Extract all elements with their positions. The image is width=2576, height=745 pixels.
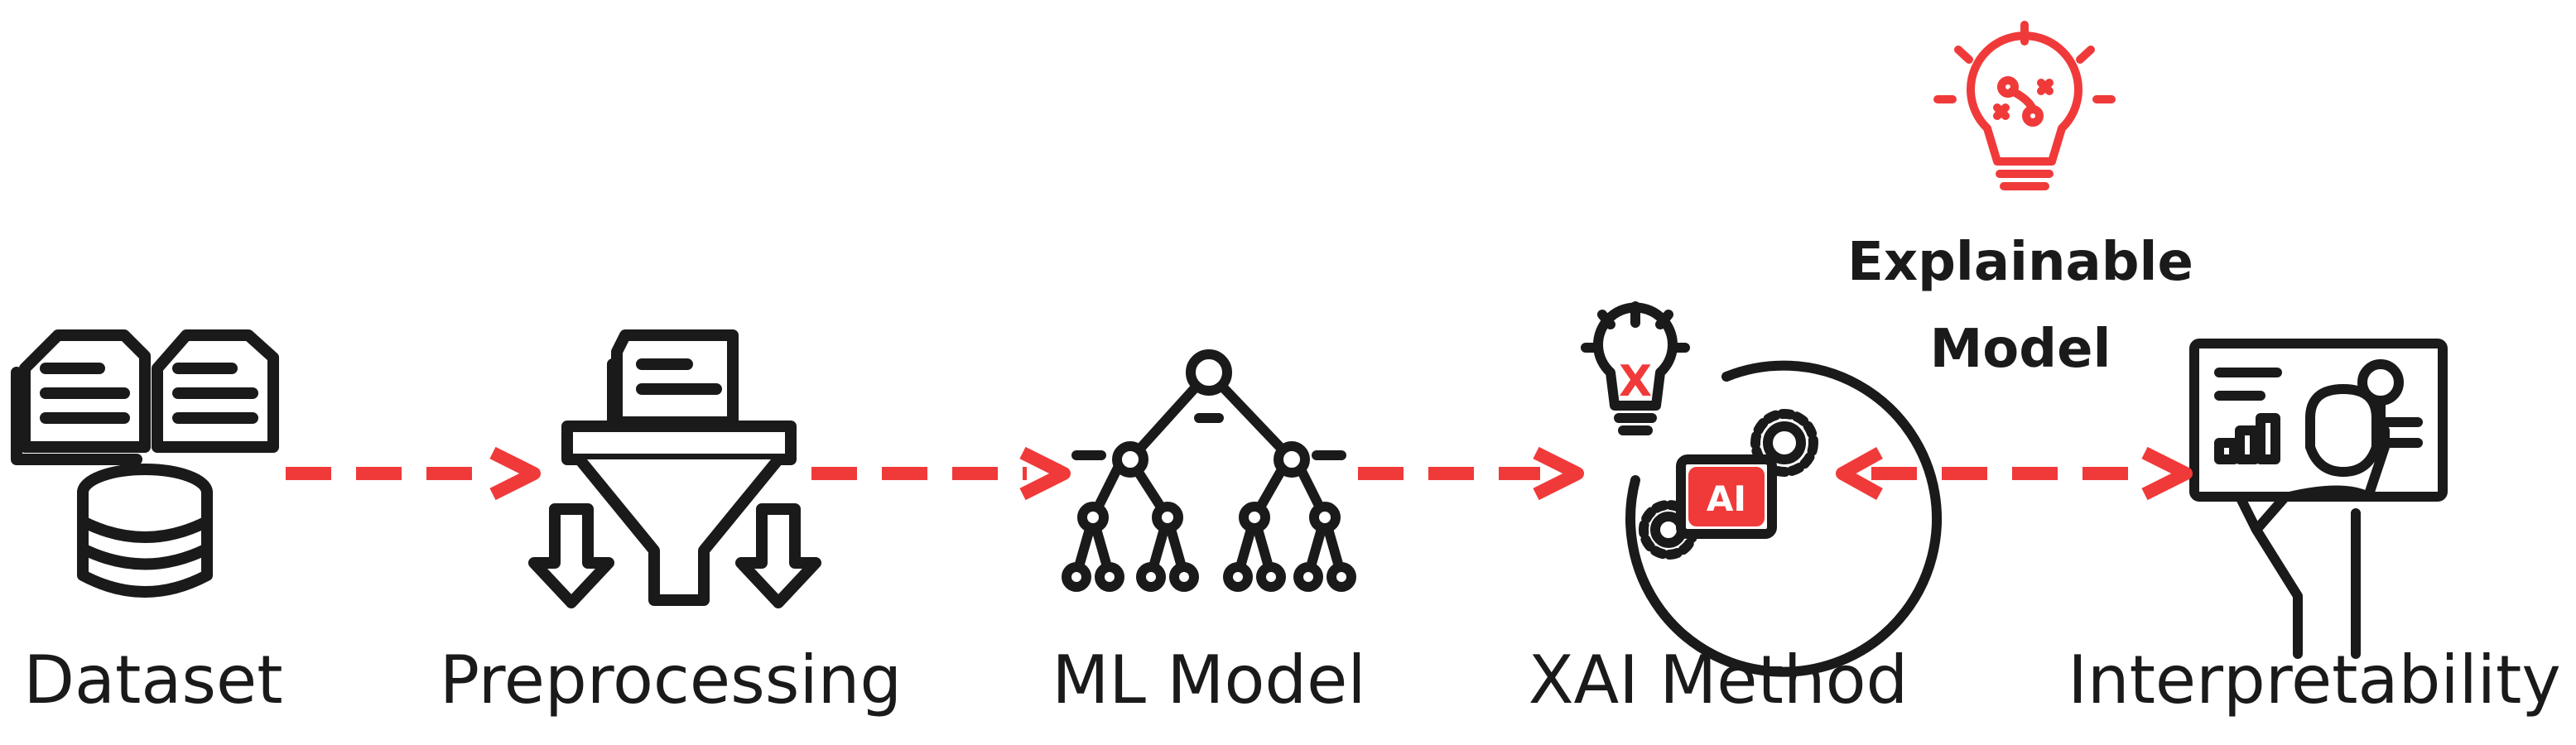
tree-network-icon: [1062, 349, 1356, 592]
preprocessing-label: Preprocessing: [439, 642, 903, 719]
idea-bulb-icon: [1933, 21, 2116, 190]
connector-xai-interpretability: [1836, 446, 2193, 501]
document-database-icon: [11, 329, 279, 598]
interpretability-label: Interpretability: [2068, 642, 2561, 719]
ai-gear-bulb-icon: [1581, 301, 1943, 677]
ml-model-label: ML Model: [1052, 642, 1366, 719]
chip-text: AI: [1707, 478, 1746, 519]
funnel-icon: [528, 329, 821, 608]
explainable-label: Explainable: [1847, 232, 2193, 293]
presenter-board-icon: [2189, 339, 2448, 659]
connector-mlmodel-xai: [1358, 446, 1584, 501]
xai-method-label: XAI Method: [1528, 642, 1909, 719]
dataset-label: Dataset: [23, 642, 283, 719]
connector-preprocessing-mlmodel: [811, 446, 1071, 501]
connector-dataset-preprocessing: [286, 446, 541, 501]
model-label: Model: [1929, 319, 2111, 380]
bulb-letter: X: [1619, 357, 1652, 406]
